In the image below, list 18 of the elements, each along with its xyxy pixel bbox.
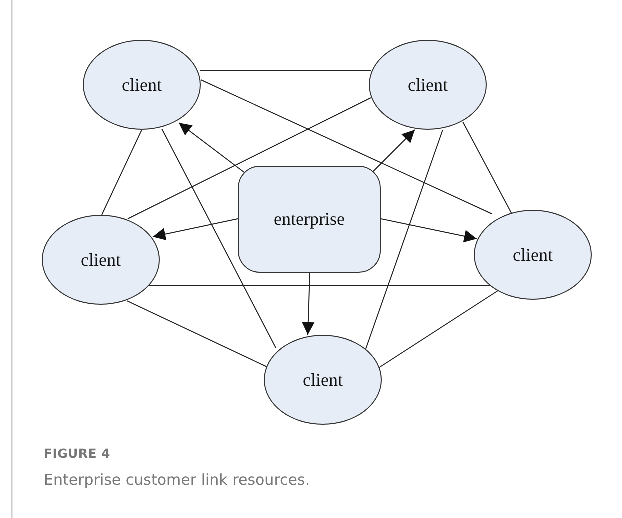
connector-line bbox=[162, 128, 276, 348]
figure-label: FIGURE 4 bbox=[44, 446, 110, 461]
connector-line bbox=[126, 300, 268, 368]
node-label: client bbox=[513, 244, 553, 266]
connector-line bbox=[128, 98, 372, 220]
rounded-box bbox=[238, 166, 381, 273]
connector-line bbox=[378, 290, 498, 368]
connector-line bbox=[200, 80, 492, 214]
node-label: client bbox=[81, 250, 121, 270]
node-label: client bbox=[303, 370, 343, 390]
figure-caption: Enterprise customer link resources. bbox=[44, 471, 310, 489]
node-label: client bbox=[408, 74, 448, 96]
connector-line bbox=[102, 130, 142, 216]
node-label: enterprise bbox=[274, 209, 345, 230]
node-label: client bbox=[122, 74, 162, 96]
connector-line bbox=[366, 130, 444, 350]
connector-line bbox=[462, 122, 512, 214]
connector-line bbox=[200, 70, 372, 72]
